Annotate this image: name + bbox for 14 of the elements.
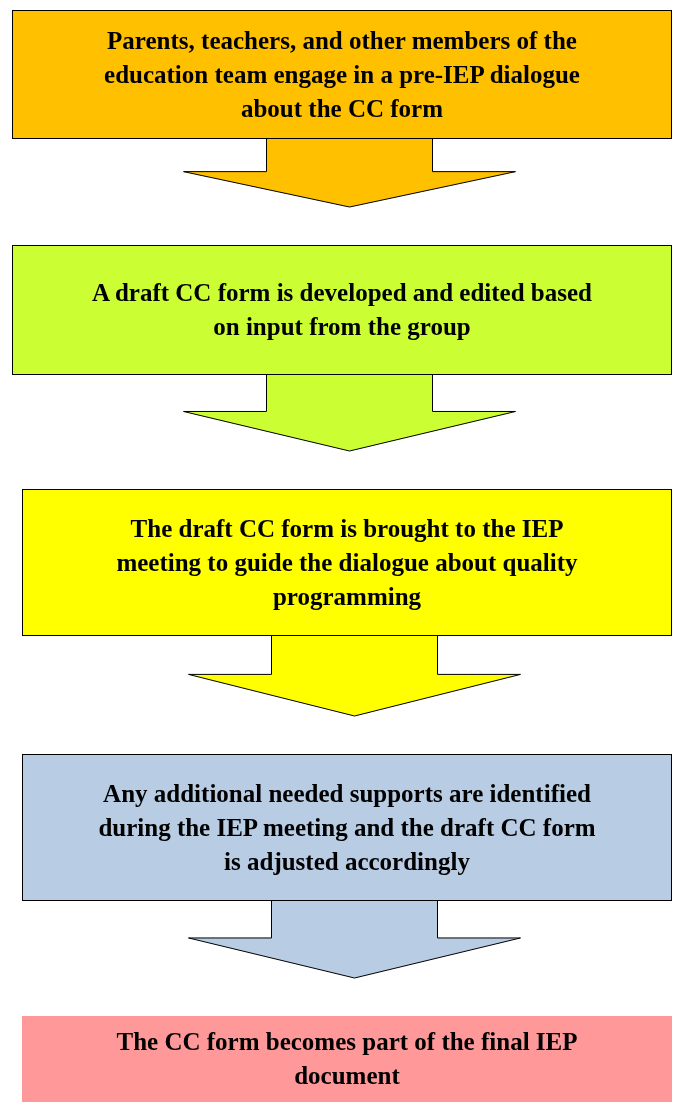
- process-box: [22, 489, 672, 636]
- block-arrow: [188, 898, 521, 979]
- process-box: [22, 1016, 672, 1102]
- step-text: Parents, teachers, and other members of the education team engage in a pre-IEP dialogue about the CC form: [103, 25, 581, 124]
- block-arrow: [183, 136, 516, 208]
- process-box: [22, 754, 672, 901]
- process-box: [12, 10, 672, 139]
- block-arrow: [188, 633, 521, 717]
- step-text: A draft CC form is developed and edited based on input from the group: [91, 278, 593, 342]
- step-text: The CC form becomes part of the final IEP document: [115, 1027, 579, 1091]
- step-text: The draft CC form is brought to the IEP meeting to guide the dialogue about quality programming: [115, 513, 579, 612]
- process-box: [12, 245, 672, 375]
- block-arrow: [183, 372, 516, 452]
- step-text: Any additional needed supports are identified during the IEP meeting and the draft CC form is adjusted accordingly: [97, 778, 597, 877]
